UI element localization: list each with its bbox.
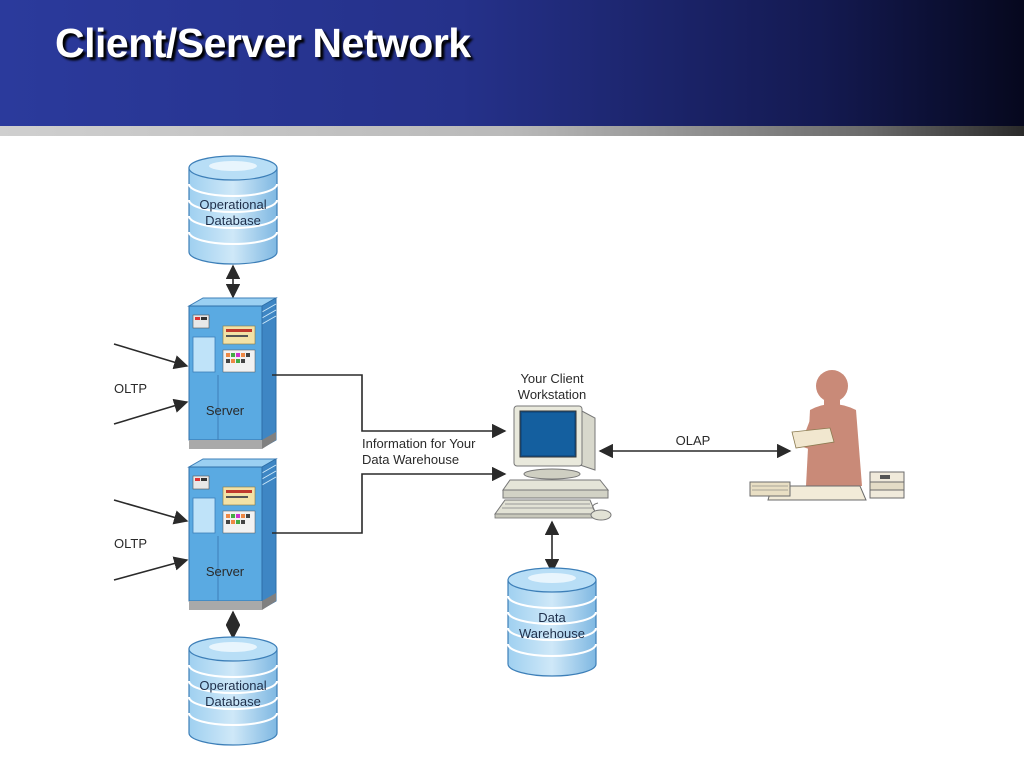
oltp-bottom-label: OLTP	[114, 536, 147, 551]
computer-icon	[494, 405, 612, 521]
title-bar-shadow	[0, 126, 1024, 136]
server-top-label: Server	[206, 403, 245, 418]
db-bottom-label-1: Operational	[199, 678, 266, 693]
oltp-top-arrow-2	[113, 398, 189, 425]
operational-database-bottom: Operational Database	[188, 636, 278, 746]
db-bottom-label-2: Database	[205, 694, 261, 709]
server-icon	[187, 297, 278, 449]
dw-label-1: Data	[538, 610, 566, 625]
server-top: Server	[187, 297, 278, 449]
server-top-to-client-arrow	[272, 374, 507, 439]
person-icon	[749, 370, 905, 501]
olap-label: OLAP	[676, 433, 711, 448]
client-label-2: Workstation	[518, 387, 586, 402]
database-icon	[188, 636, 278, 746]
operational-database-top: Operational Database	[188, 155, 278, 265]
oltp-top-arrow-1	[113, 343, 189, 370]
server-bottom-label: Server	[206, 564, 245, 579]
slide-title: Client/Server Network	[55, 20, 471, 66]
server-bottom: Server	[187, 458, 278, 610]
oltp-bottom-arrow-2	[113, 556, 189, 581]
db-top-label-1: Operational	[199, 197, 266, 212]
dw-label-2: Warehouse	[519, 626, 585, 641]
oltp-bottom-arrow-1	[113, 499, 189, 525]
title-bar	[0, 0, 1024, 126]
info-label-2: Data Warehouse	[362, 452, 459, 467]
server-icon	[187, 458, 278, 610]
info-label-1: Information for Your	[362, 436, 476, 451]
client-label-1: Your Client	[520, 371, 584, 386]
database-icon	[507, 567, 597, 677]
data-warehouse: Data Warehouse	[507, 567, 597, 677]
db-top-label-2: Database	[205, 213, 261, 228]
server-bottom-to-client-arrow	[272, 466, 507, 534]
oltp-top-label: OLTP	[114, 381, 147, 396]
database-icon	[188, 155, 278, 265]
